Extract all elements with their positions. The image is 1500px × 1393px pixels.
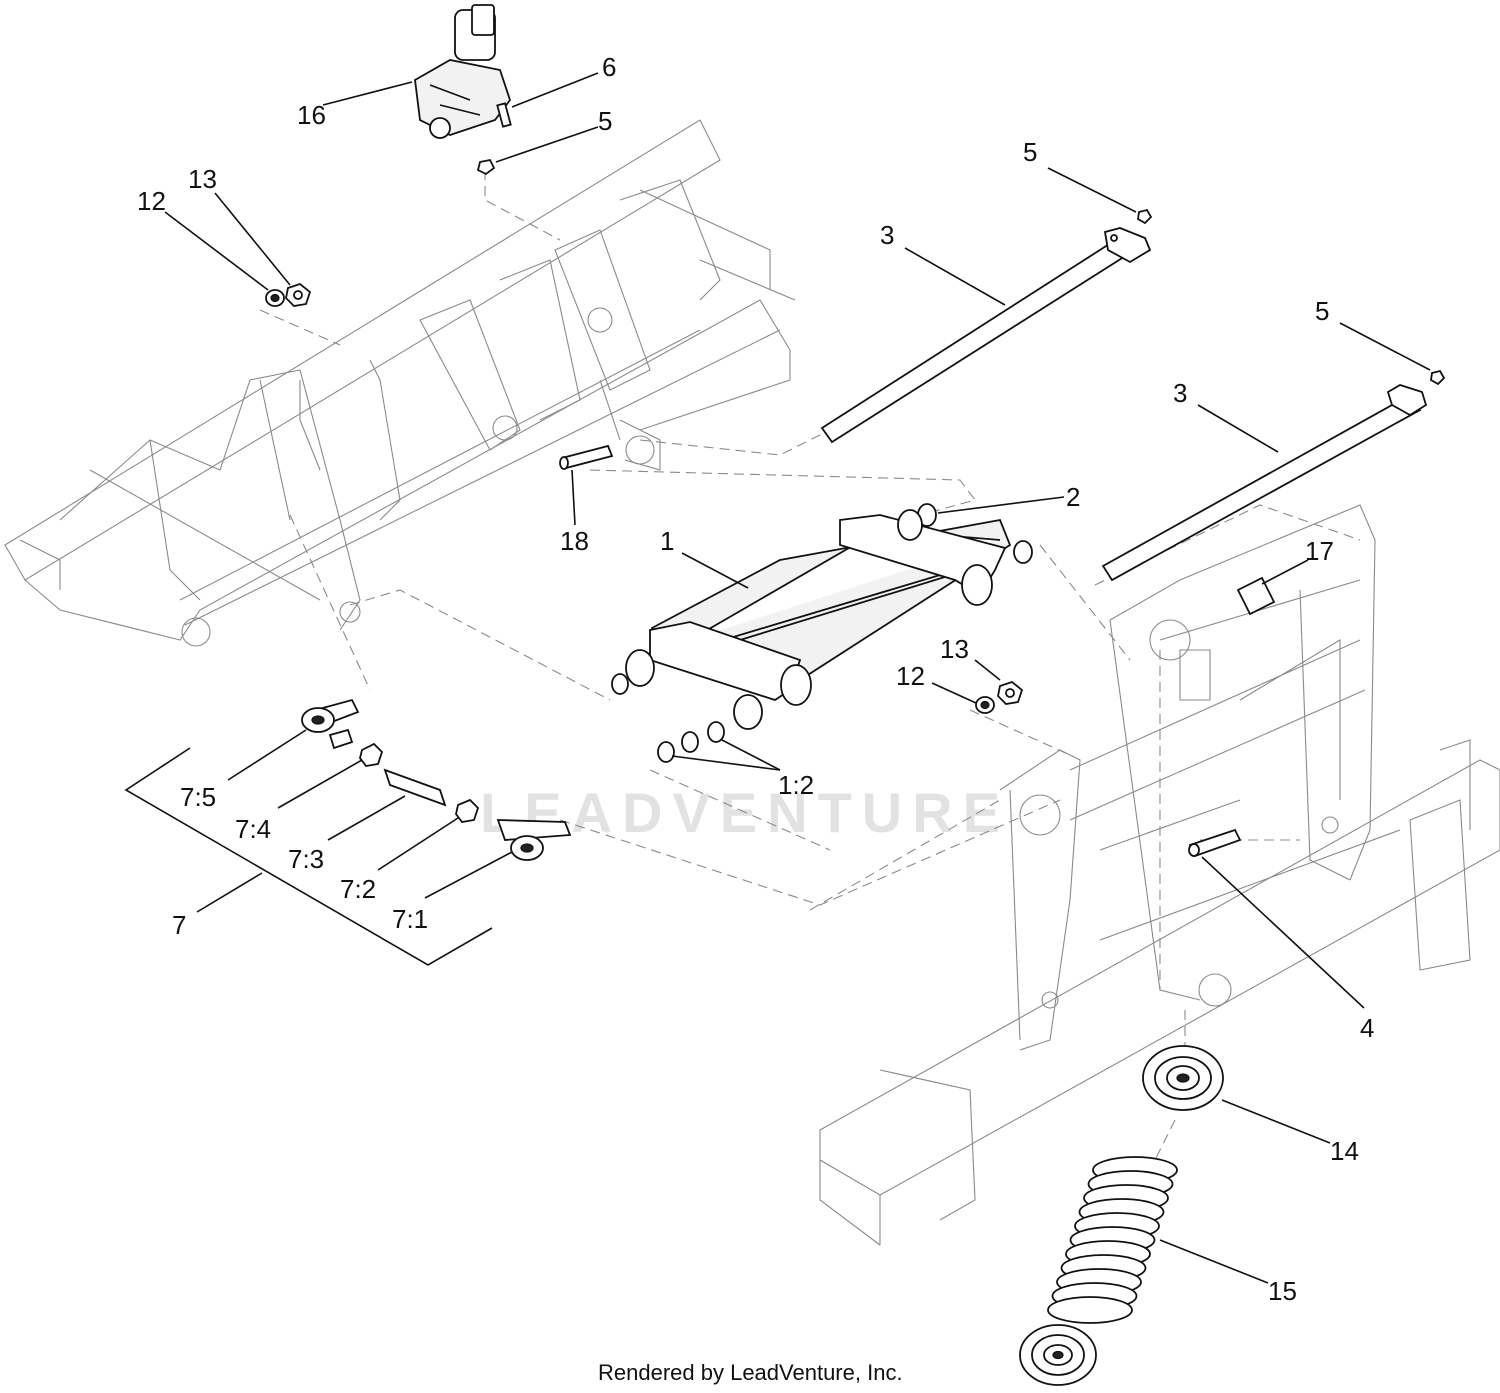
part-arm-1 [625, 509, 1012, 730]
part-actuator-16 [414, 4, 512, 139]
part-spring-seat-bottom [1019, 1324, 1097, 1386]
part-rod-3a [820, 227, 1152, 444]
callout-1-2: 1:2 [778, 770, 814, 800]
callout-13-lower: 13 [940, 634, 969, 664]
callout-2: 2 [1066, 482, 1080, 512]
callout-3-lower: 3 [1173, 378, 1187, 408]
part-nut-5a [476, 158, 496, 176]
callout-12: 12 [137, 186, 166, 216]
callout-labels: 16 6 5 13 12 5 3 5 3 2 18 1 17 13 12 1:2… [137, 52, 1374, 1306]
callout-6: 6 [602, 52, 616, 82]
callout-13: 13 [188, 164, 217, 194]
explosion-lines [259, 170, 1361, 1321]
part-spring-15 [1047, 1156, 1178, 1324]
callout-16: 16 [297, 100, 326, 130]
callout-3-upper: 3 [880, 220, 894, 250]
part-nut-13a [285, 282, 312, 307]
callout-7-5: 7:5 [180, 782, 216, 812]
part-pin-18 [559, 444, 614, 470]
callout-17: 17 [1305, 536, 1334, 566]
part-nut-13b [997, 680, 1024, 705]
callout-7-1: 7:1 [392, 904, 428, 934]
callout-1: 1 [660, 526, 674, 556]
callout-4: 4 [1360, 1013, 1374, 1043]
leader-lines [164, 72, 1431, 1284]
callout-18: 18 [560, 526, 589, 556]
part-pin-6 [496, 102, 512, 128]
part-washer-12b [975, 696, 995, 714]
footer-credit: Rendered by LeadVenture, Inc. [598, 1360, 903, 1385]
callout-5: 5 [598, 106, 612, 136]
callout-7-4: 7:4 [235, 814, 271, 844]
part-bolt-4 [1188, 828, 1242, 858]
callout-7-3: 7:3 [288, 844, 324, 874]
callout-7-2: 7:2 [340, 874, 376, 904]
part-nut-5b [1137, 208, 1153, 225]
rear-frame-phantom [4, 119, 796, 647]
part-bushings-1-2 [611, 673, 725, 763]
callout-14: 14 [1330, 1136, 1359, 1166]
part-decal-17 [1236, 576, 1276, 616]
part-washer-12a [265, 289, 285, 307]
callout-5-upper-rod: 5 [1023, 137, 1037, 167]
callout-7: 7 [172, 910, 186, 940]
callout-5-lower-rod: 5 [1315, 296, 1329, 326]
callout-15: 15 [1268, 1276, 1297, 1306]
part-washer-2 [917, 503, 1033, 564]
part-spring-seat-14 [1142, 1045, 1224, 1111]
bracket-7 [124, 747, 493, 966]
part-linkage-7 [301, 698, 572, 861]
part-nut-5c [1430, 369, 1446, 386]
callout-12-lower: 12 [896, 661, 925, 691]
part-rod-3b [1101, 384, 1428, 582]
spring-coil [1047, 1296, 1133, 1324]
